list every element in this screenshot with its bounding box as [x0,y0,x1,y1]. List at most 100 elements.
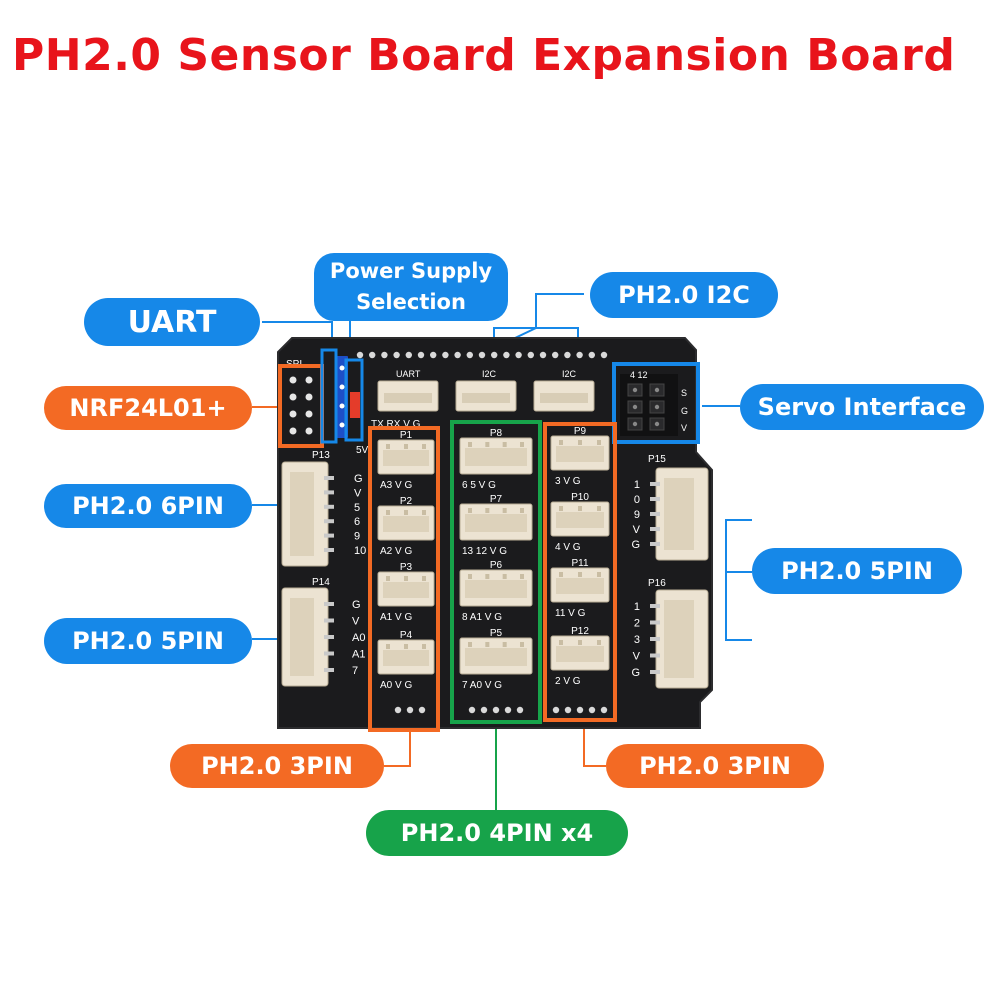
connector-p1 [377,439,435,475]
connector-p16-pin-label: G [631,667,640,679]
spi-pin [305,393,313,401]
top-header-holes [356,351,608,359]
pin3-right-callout: PH2.0 3PIN [606,744,824,788]
connector-p6-pins-label: 8 A1 V G [462,612,502,623]
header-hole [394,706,402,714]
connector-p8-name-label: P8 [490,428,503,439]
connector-p2-pins-label: A2 V G [380,546,412,557]
power-select-jumper [350,392,360,418]
connector-p16-pin-label: V [633,651,641,663]
connector-p8 [459,437,533,475]
header-hole [393,351,400,359]
connector-p15-pin-label: G [631,539,640,551]
header-hole [430,351,437,359]
servo-pin-hole [632,421,638,427]
pin5-left-callout: PH2.0 5PIN [44,618,252,664]
i2c-connector-2 [533,380,595,412]
servo-pin-hole [632,404,638,410]
header-hole [466,351,473,359]
connector-p13-pin-label: 6 [354,516,360,528]
connector-p11-name-label: P11 [571,558,588,569]
servo-header: 4 12 S G V [620,370,688,436]
servo-highlight-box [612,362,700,444]
connector-p11-pins-label: 11 V G [555,608,586,619]
uart-pin-labels: TX RX V G [371,419,421,430]
header-hole [491,351,498,359]
servo-callout: Servo Interface [740,384,984,430]
fivev-label: 5V [356,445,369,456]
header-hole [516,706,524,714]
servo-pin-hole [654,387,660,393]
servo-pin-hole [632,387,638,393]
connector-p14-pin-label: A0 [352,632,365,644]
header-hole [417,351,425,359]
header-hole [418,706,426,714]
connector-p7 [459,503,533,541]
header-hole [564,351,571,359]
spi-pin [305,410,313,418]
header-hole [539,351,547,359]
connector-p8-pins-label: 6 5 V G [462,480,496,491]
connector-p5 [459,637,533,675]
header-hole [442,351,449,359]
uart-highlight-box [320,348,338,444]
header-hole [600,706,608,714]
spi-header [289,376,313,435]
header-hole [576,351,583,359]
pin4-callout: PH2.0 4PIN x4 [366,810,628,856]
connector-p15-pin-label: 0 [634,494,640,506]
mid-4pin-highlight-box [450,420,542,724]
connector-p14-pin-label: V [352,616,360,628]
connector-p9-name-label: P9 [574,426,587,437]
connector-p9 [550,435,610,471]
connector-p13-name-label: P13 [312,450,330,461]
jumper-pin [339,422,345,428]
connector-p7-name-label: P7 [490,494,503,505]
connector-p2 [377,505,435,541]
servo-pin-hole [654,404,660,410]
connector-p1-name-label: P1 [400,430,413,441]
header-hole [552,706,560,714]
power-select-pins [339,365,345,428]
servo-s-label: S [681,388,687,398]
connector-p3-pins-label: A1 V G [380,612,412,623]
connector-p14-pin-label: A1 [352,649,365,661]
connector-p5-pins-label: 7 A0 V G [462,680,502,691]
jumper-pin [339,365,345,371]
connector-p6-name-label: P6 [490,560,503,571]
header-hole [369,351,376,359]
connector-p15-pin-label: 1 [634,479,640,491]
header-hole [564,706,572,714]
connector-p12-pins-label: 2 V G [555,676,581,687]
connector-p12-name-label: P12 [571,626,589,637]
i2c-connector-1 [455,380,517,412]
i2c-callout: PH2.0 I2C [590,272,778,318]
leader-3pin-right [583,724,606,767]
connector-p11 [550,567,610,603]
connector-p1-pins-label: A3 V G [380,480,412,491]
header-hole [468,706,476,714]
connector-p4-pins-label: A0 V G [380,680,412,691]
connector-p13-pin-label: 5 [354,502,360,514]
spi-pin [289,410,297,418]
spi-pin [289,376,297,384]
connector-p14-pin-label: 7 [352,665,358,677]
pin6-callout: PH2.0 6PIN [44,484,252,528]
connector-p3-name-label: P3 [400,562,413,573]
header-hole [600,351,608,359]
jumper-pin [339,384,345,390]
connector-p13-pin-label: G [354,473,363,485]
spi-pin [305,376,313,384]
spi-pin [305,427,313,435]
connector-p16-pin-label: 1 [634,601,640,613]
spi-pin [289,427,297,435]
connector-p12 [550,635,610,671]
connector-p10-name-label: P10 [571,492,589,503]
connector-p13-pin-label: 9 [354,531,360,543]
header-hole [552,351,559,359]
connector-p16 [650,589,709,689]
connector-p13 [281,461,334,567]
uart-connector [377,380,439,412]
connector-p6 [459,569,533,607]
right-3pin-highlight-box [543,422,617,722]
